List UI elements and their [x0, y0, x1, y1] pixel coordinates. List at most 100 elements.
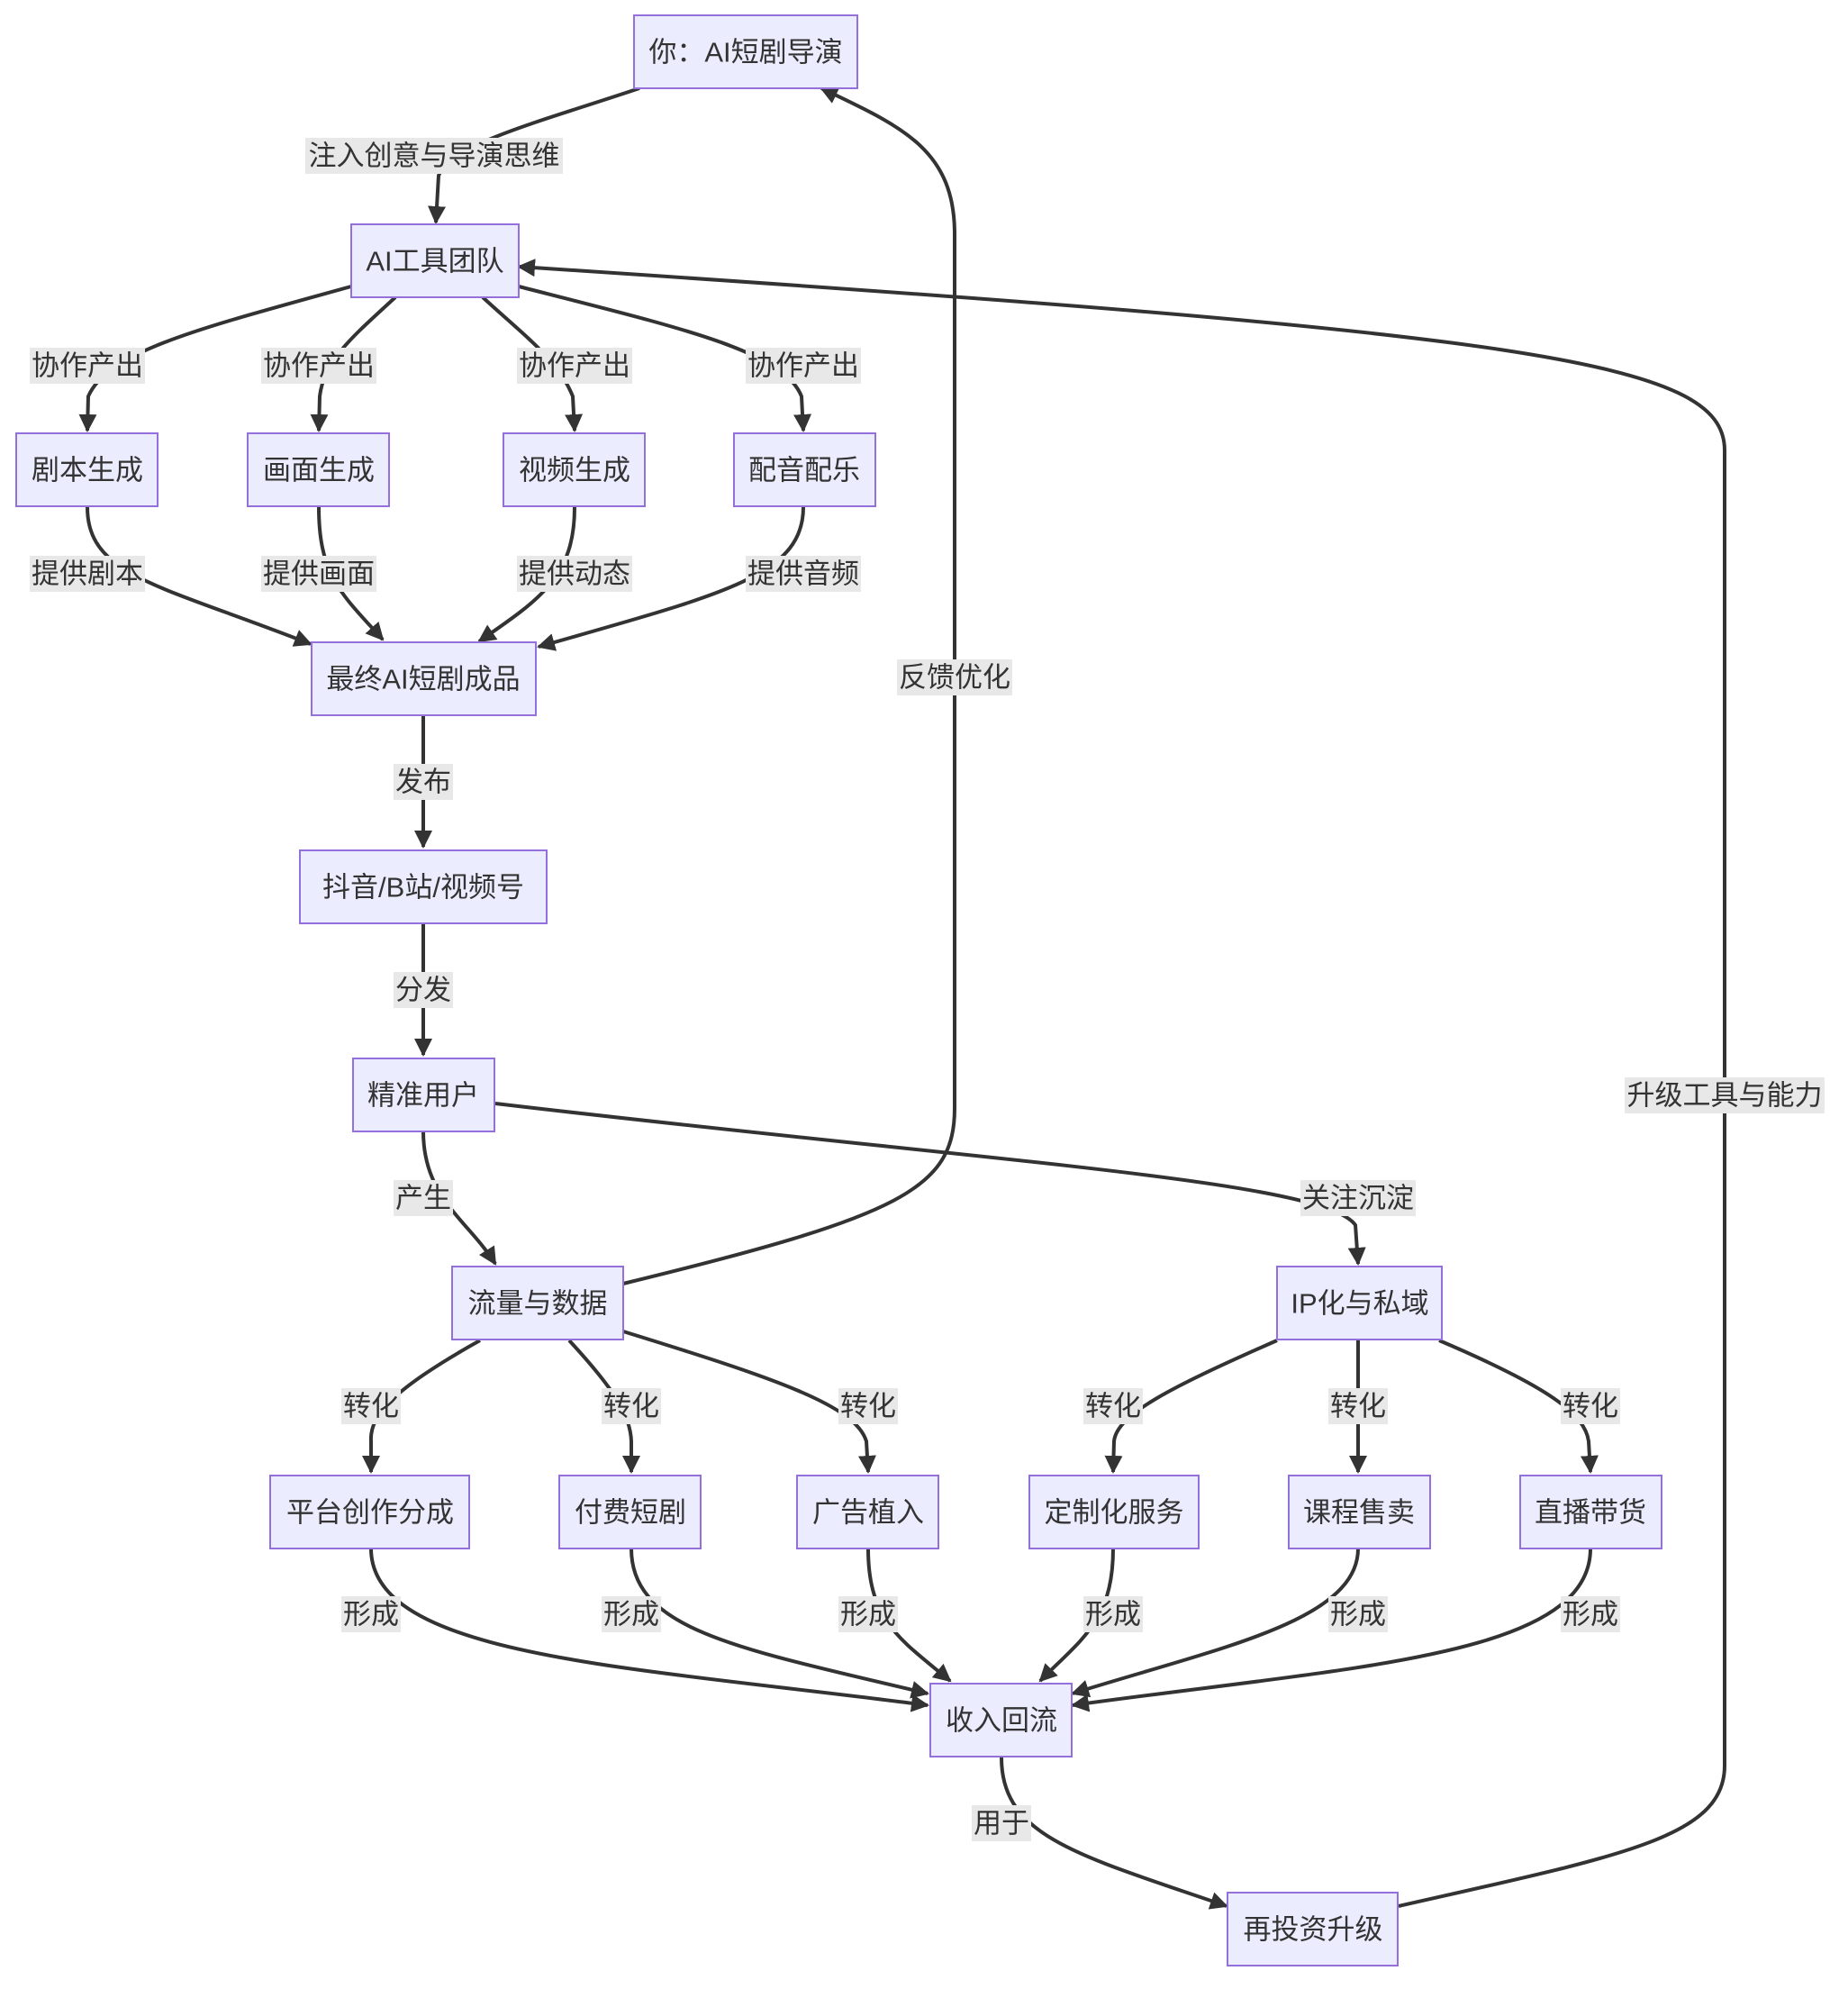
- node-course-sales[interactable]: 课程售卖: [1288, 1475, 1431, 1549]
- label-collab-1-text: 协作产出: [32, 350, 143, 382]
- label-form-custom-text: 形成: [1085, 1599, 1141, 1630]
- label-form-course: 形成: [1328, 1596, 1388, 1632]
- label-generate-text: 产生: [395, 1183, 451, 1214]
- label-use: 用于: [972, 1805, 1031, 1841]
- node-script-generation[interactable]: 剧本生成: [15, 432, 159, 507]
- label-collab-2: 协作产出: [261, 348, 376, 384]
- label-distribute: 分发: [394, 972, 453, 1008]
- node-ai-tool-team-label: AI工具团队: [366, 246, 503, 277]
- node-ip-private-label: IP化与私域: [1291, 1288, 1428, 1320]
- node-director-label: 你：AI短剧导演: [648, 37, 842, 68]
- node-custom-service-label: 定制化服务: [1045, 1497, 1184, 1529]
- label-convert-live: 转化: [1561, 1388, 1620, 1424]
- label-form-custom: 形成: [1083, 1596, 1143, 1632]
- label-inject-text: 注入创意与导演思维: [309, 141, 560, 172]
- label-convert-share: 转化: [341, 1388, 401, 1424]
- label-collab-3: 协作产出: [517, 348, 632, 384]
- node-final-drama[interactable]: 最终AI短剧成品: [311, 641, 537, 716]
- node-target-users-label: 精准用户: [367, 1080, 479, 1112]
- label-follow-text: 关注沉淀: [1302, 1183, 1414, 1214]
- label-convert-custom-text: 转化: [1085, 1391, 1141, 1422]
- node-platform-share-label: 平台创作分成: [286, 1497, 454, 1529]
- label-form-live: 形成: [1561, 1596, 1620, 1632]
- edge-team-audio: [518, 285, 812, 432]
- node-paid-drama[interactable]: 付费短剧: [558, 1475, 702, 1549]
- label-upgrade-text: 升级工具与能力: [1627, 1080, 1823, 1112]
- label-publish: 发布: [394, 764, 453, 800]
- label-inject: 注入创意与导演思维: [305, 138, 563, 174]
- edge-traffic-ads: [622, 1330, 876, 1474]
- node-ad-placement[interactable]: 广告植入: [796, 1475, 939, 1549]
- edge-share-revenue: [369, 1548, 929, 1712]
- label-provide-image-text: 提供画面: [263, 559, 375, 590]
- label-upgrade: 升级工具与能力: [1625, 1077, 1825, 1113]
- node-traffic-data-label: 流量与数据: [468, 1288, 608, 1320]
- node-target-users[interactable]: 精准用户: [352, 1058, 495, 1132]
- label-collab-3-text: 协作产出: [519, 350, 630, 382]
- node-video-generation[interactable]: 视频生成: [503, 432, 646, 507]
- label-form-paid-text: 形成: [603, 1599, 659, 1630]
- node-ad-placement-label: 广告植入: [812, 1497, 924, 1529]
- edge-ip-custom: [1104, 1339, 1278, 1474]
- label-form-course-text: 形成: [1330, 1599, 1386, 1630]
- node-platform-share[interactable]: 平台创作分成: [269, 1475, 470, 1549]
- node-revenue-return[interactable]: 收入回流: [929, 1683, 1073, 1757]
- label-convert-custom: 转化: [1083, 1388, 1143, 1424]
- node-reinvest-upgrade-label: 再投资升级: [1244, 1914, 1383, 1946]
- node-director[interactable]: 你：AI短剧导演: [633, 14, 858, 89]
- edge-audio-final: [537, 506, 805, 651]
- label-collab-2-text: 协作产出: [263, 350, 375, 382]
- edge-traffic-director: [622, 86, 956, 1285]
- edge-paid-revenue: [630, 1548, 929, 1699]
- label-provide-motion-text: 提供动态: [519, 559, 630, 590]
- label-provide-script-text: 提供剧本: [32, 559, 143, 590]
- node-voice-music-label: 配音配乐: [748, 455, 860, 486]
- node-script-generation-label: 剧本生成: [32, 455, 143, 486]
- label-form-paid: 形成: [602, 1596, 661, 1632]
- node-traffic-data[interactable]: 流量与数据: [451, 1266, 624, 1340]
- label-provide-motion: 提供动态: [517, 556, 632, 592]
- label-use-text: 用于: [974, 1808, 1029, 1839]
- edge-team-script: [78, 285, 352, 432]
- node-image-generation-label: 画面生成: [263, 455, 375, 486]
- edge-course-revenue: [1071, 1548, 1360, 1698]
- label-collab-1: 协作产出: [30, 348, 145, 384]
- label-distribute-text: 分发: [395, 975, 451, 1006]
- edge-live-revenue: [1071, 1548, 1592, 1712]
- node-platforms[interactable]: 抖音/B站/视频号: [299, 849, 548, 924]
- label-publish-text: 发布: [395, 767, 451, 798]
- edge-reinvest-team: [517, 259, 1726, 1908]
- label-generate: 产生: [394, 1180, 453, 1216]
- node-voice-music[interactable]: 配音配乐: [733, 432, 876, 507]
- label-collab-4: 协作产出: [746, 348, 861, 384]
- label-form-share: 形成: [341, 1596, 401, 1632]
- edge-ip-live: [1438, 1339, 1599, 1474]
- edge-labels: 注入创意与导演思维 协作产出 协作产出 协作产出 协作产出 提供剧本 提供画面 …: [30, 138, 1825, 1841]
- node-ip-private[interactable]: IP化与私域: [1276, 1266, 1443, 1340]
- label-convert-ads-text: 转化: [840, 1391, 896, 1422]
- node-custom-service[interactable]: 定制化服务: [1028, 1475, 1200, 1549]
- label-convert-ads: 转化: [838, 1388, 898, 1424]
- edge-revenue-reinvest: [1000, 1757, 1228, 1910]
- label-feedback-text: 反馈优化: [899, 662, 1010, 694]
- label-convert-course: 转化: [1328, 1388, 1388, 1424]
- label-provide-audio: 提供音频: [746, 556, 861, 592]
- label-convert-paid-text: 转化: [603, 1391, 659, 1422]
- label-provide-audio-text: 提供音频: [747, 559, 859, 590]
- edge-users-ip: [494, 1102, 1366, 1266]
- node-platforms-label: 抖音/B站/视频号: [322, 872, 524, 904]
- node-revenue-return-label: 收入回流: [946, 1705, 1057, 1737]
- node-paid-drama-label: 付费短剧: [575, 1497, 686, 1529]
- node-video-generation-label: 视频生成: [519, 455, 630, 486]
- label-form-live-text: 形成: [1563, 1599, 1618, 1630]
- node-live-commerce-label: 直播带货: [1535, 1497, 1646, 1529]
- node-live-commerce[interactable]: 直播带货: [1519, 1475, 1662, 1549]
- node-reinvest-upgrade[interactable]: 再投资升级: [1227, 1892, 1399, 1966]
- node-image-generation[interactable]: 画面生成: [247, 432, 390, 507]
- label-collab-4-text: 协作产出: [747, 350, 859, 382]
- label-form-ads-text: 形成: [840, 1599, 896, 1630]
- nodes: 你：AI短剧导演 AI工具团队 剧本生成 画面生成 视频生成 配音配乐 最终AI…: [15, 14, 1662, 1966]
- node-ai-tool-team[interactable]: AI工具团队: [350, 223, 520, 298]
- label-form-share-text: 形成: [343, 1599, 399, 1630]
